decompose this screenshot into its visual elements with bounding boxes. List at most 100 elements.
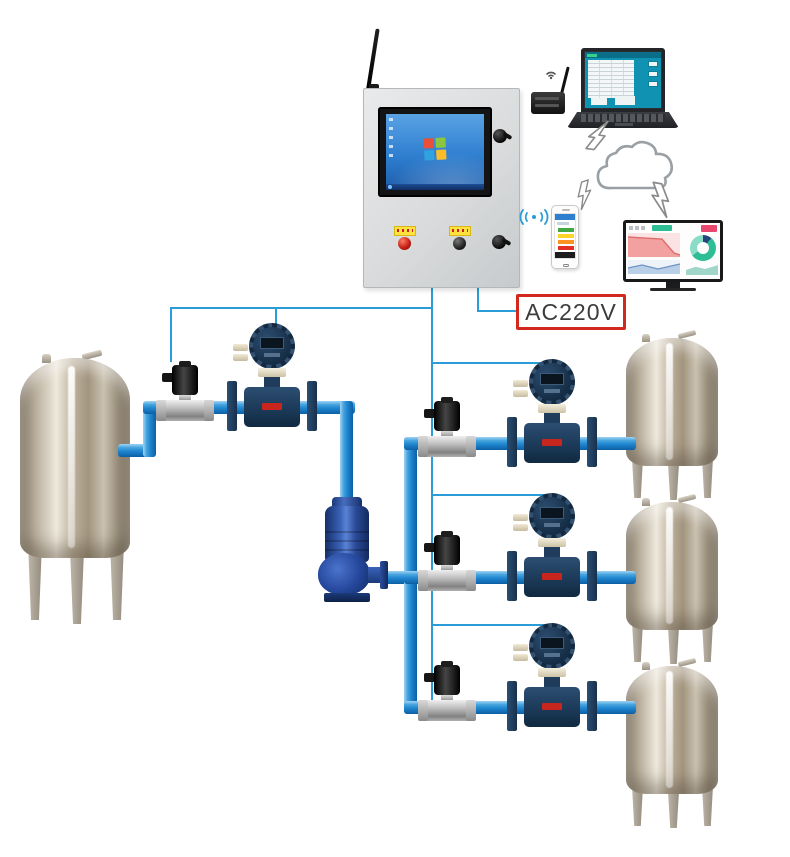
flow-meter-neck [544, 547, 560, 559]
flow-meter-head [529, 623, 575, 669]
button-label-left [394, 226, 416, 236]
valve-coil [172, 361, 198, 395]
flow-meter-collar [538, 668, 566, 677]
signal-line-branch2 [432, 494, 552, 496]
flow-meter-flange [507, 551, 517, 601]
hmi-screen [386, 114, 484, 190]
cable-gland [233, 344, 248, 351]
flow-meter-flange [507, 681, 517, 731]
valve-connector [424, 409, 436, 418]
cable-gland [513, 380, 528, 387]
storage-tank-2 [626, 493, 720, 664]
laptop-side-button [648, 81, 658, 87]
flow-meter-flange [587, 681, 597, 731]
flow-meter-head [529, 493, 575, 539]
centrifugal-pump [316, 497, 390, 607]
flow-meter-flange [227, 381, 237, 431]
tank-leg [110, 546, 124, 620]
cable-gland [513, 644, 528, 651]
storage-tank-1 [626, 329, 720, 500]
valve-union-nut [466, 436, 476, 457]
hmi-screen-bezel [378, 107, 492, 197]
monitor [623, 220, 723, 282]
flow-meter-tag [262, 403, 282, 410]
valve-union-nut [418, 436, 428, 457]
valve-coil-cap [441, 531, 453, 537]
flow-meter-body [244, 387, 300, 427]
button-label-right [449, 226, 471, 236]
tank-leg [701, 782, 714, 826]
phone-app-footer [555, 252, 575, 258]
solenoid-valve-branch2 [418, 531, 476, 591]
phone-app-row [557, 222, 569, 225]
power-line-run [477, 310, 517, 312]
valve-coil-cap [441, 397, 453, 403]
valve-union-nut [466, 570, 476, 591]
taskbar [386, 184, 484, 190]
flow-meter-face [533, 627, 571, 665]
monitor-stand [666, 282, 680, 288]
source-tank [20, 349, 132, 626]
valve-body [418, 570, 476, 591]
pump-discharge-flange [380, 561, 388, 589]
flow-meter-flange [507, 417, 517, 467]
status-bar-yellow [558, 234, 574, 238]
flow-meter-collar [538, 538, 566, 547]
valve-coil-cap [441, 661, 453, 667]
valve-stem [441, 695, 453, 701]
dashboard-area-chart-pink [628, 233, 680, 257]
flow-meter-branch3 [507, 623, 597, 731]
phone-app-header [555, 214, 575, 220]
flow-meter-tag [542, 573, 562, 580]
tank-body [20, 358, 130, 558]
start-orb-icon [388, 185, 392, 189]
dashboard-area-chart-teal [686, 265, 718, 275]
valve-coil [434, 661, 460, 695]
pump-volute [318, 553, 370, 595]
stop-push-button [453, 237, 466, 250]
tank-leg [701, 454, 714, 498]
flow-meter-keypad [544, 523, 560, 527]
flow-meter-body [524, 557, 580, 597]
status-bar-orange [558, 240, 574, 244]
flow-meter-keypad [544, 653, 560, 657]
desktop-icons [389, 118, 393, 158]
tank-leg [631, 454, 644, 498]
laptop-screen [585, 52, 661, 108]
dashboard-green-button [652, 225, 672, 231]
laptop [581, 48, 665, 112]
valve-union-nut [204, 400, 214, 421]
pump-discharge-port [368, 567, 382, 583]
phone-home-button [563, 264, 569, 267]
valve-union-nut [156, 400, 166, 421]
windows-logo-icon [423, 137, 447, 161]
solenoid-valve-left [156, 361, 214, 421]
cable-gland [513, 654, 528, 661]
panel-lock-knob-bottom [492, 235, 506, 249]
rf-antenna [560, 66, 570, 95]
laptop-app-titlebar [585, 52, 661, 58]
laptop-touchpad [615, 123, 633, 126]
flow-meter-flange [307, 381, 317, 431]
flow-meter-tag [542, 439, 562, 446]
tank-fitting [642, 498, 650, 506]
monitor-base [650, 288, 696, 291]
antenna-icon [366, 28, 380, 91]
power-label-box: AC220V [516, 294, 626, 330]
flow-meter-left [227, 323, 317, 431]
flow-meter-neck [264, 377, 280, 389]
status-bar-red [558, 246, 574, 250]
tank-highlight [666, 671, 674, 788]
antenna-mount [369, 84, 379, 91]
tank-body [626, 338, 718, 466]
valve-connector [424, 673, 436, 682]
laptop-data-table [588, 60, 634, 98]
laptop-side-button [648, 71, 658, 77]
flow-meter-display [540, 373, 564, 385]
flow-meter-keypad [264, 353, 280, 357]
cable-gland [513, 524, 528, 531]
tank-body [626, 502, 718, 630]
wireless-transmitter-module [531, 92, 565, 114]
valve-coil [434, 531, 460, 565]
flow-meter-collar [258, 368, 286, 377]
